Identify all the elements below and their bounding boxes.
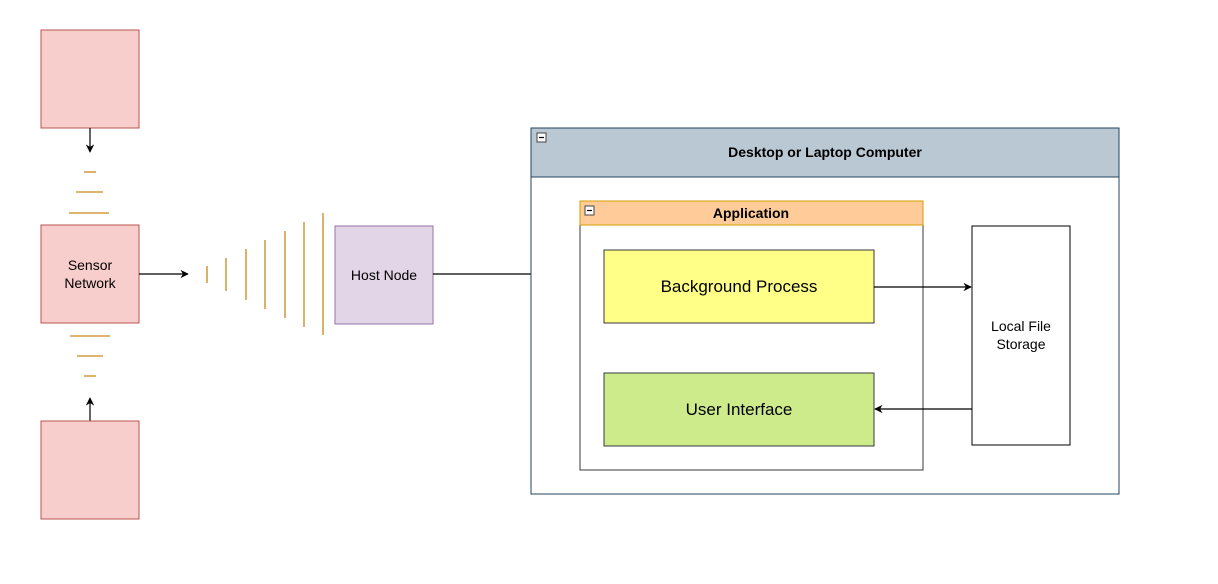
background-process-node[interactable]	[603, 249, 875, 324]
sensor-top-node[interactable]	[40, 29, 140, 129]
user-interface-label: User Interface	[686, 400, 793, 419]
user-interface-node[interactable]	[603, 372, 875, 447]
signal-waves-icon	[206, 213, 324, 335]
sensor-network-node[interactable]	[40, 224, 140, 324]
background-process-label: Background Process	[661, 277, 818, 296]
signal-waves-icon	[70, 335, 110, 377]
sensor-network-label-line2: Network	[64, 275, 116, 291]
signal-waves-icon	[69, 171, 109, 214]
host-node-label: Host Node	[351, 267, 417, 283]
collapse-icon[interactable]	[536, 132, 547, 143]
computer-header	[530, 127, 1120, 178]
local-storage-node[interactable]	[971, 225, 1071, 446]
application-header	[579, 200, 924, 226]
computer-title: Desktop or Laptop Computer	[728, 144, 922, 160]
host-node[interactable]	[334, 225, 434, 325]
sensor-network-label-line1: Sensor	[68, 257, 113, 273]
collapse-icon[interactable]	[584, 205, 595, 216]
local-storage-label-line2: Storage	[996, 336, 1045, 352]
application-title: Application	[713, 205, 789, 221]
local-storage-label-line1: Local File	[991, 318, 1051, 334]
sensor-bottom-node[interactable]	[40, 420, 140, 520]
